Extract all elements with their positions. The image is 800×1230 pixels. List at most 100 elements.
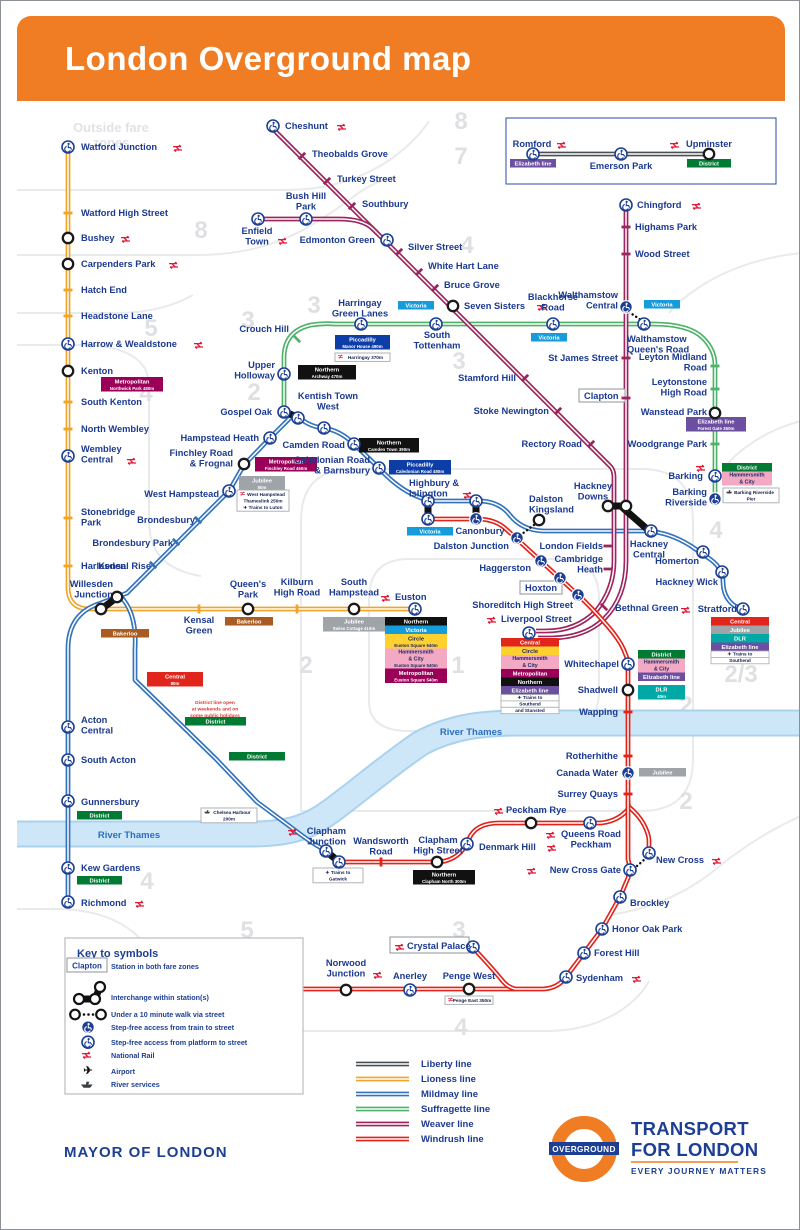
interchange-circle xyxy=(61,257,75,271)
station-emerson-park: Emerson Park xyxy=(590,147,653,171)
station-canonbury-2 xyxy=(469,512,483,526)
key-item-label: Step-free access from platform to street xyxy=(111,1038,248,1047)
interchange-circle xyxy=(94,602,108,616)
badge: Victoria xyxy=(644,300,680,309)
step-free-platform-icon xyxy=(637,317,651,331)
step-free-glyph xyxy=(463,839,472,850)
station-label: St James Street xyxy=(548,353,618,363)
badge-text: District xyxy=(90,878,110,884)
station-label: Emerson Park xyxy=(590,161,653,171)
step-free-platform-icon xyxy=(291,411,305,425)
step-free-platform-icon xyxy=(347,437,361,451)
note-text: Harringay 370m xyxy=(348,355,383,360)
station-label: Watford Junction xyxy=(81,142,157,152)
both-zones-box xyxy=(578,388,626,403)
step-free-glyph xyxy=(580,948,589,959)
step-free-glyph xyxy=(432,319,441,330)
interchange-circle xyxy=(347,602,361,616)
badge-row xyxy=(385,642,447,649)
station-richmond: Richmond xyxy=(61,895,144,909)
station-north-wembley: North Wembley xyxy=(63,424,150,434)
zone-boundary xyxy=(368,558,600,732)
key-item-label: Interchange within station(s) xyxy=(111,993,209,1002)
badge-row xyxy=(101,385,163,392)
step-free-platform-icon xyxy=(251,212,265,226)
station-label: Clapton xyxy=(584,391,619,401)
key-item-label: Under a 10 minute walk via street xyxy=(111,1010,225,1019)
badge-row xyxy=(413,878,475,885)
step-free-platform-icon xyxy=(403,983,417,997)
station-label: Wood Street xyxy=(635,249,690,259)
step-free-platform-icon xyxy=(623,863,637,877)
walk-link xyxy=(635,857,647,868)
station-watford-high-street: Watford High Street xyxy=(63,208,168,218)
zone-number: 8 xyxy=(454,108,467,135)
river-boat-icon xyxy=(726,490,733,494)
badge-text: Circle xyxy=(522,649,539,655)
badge-text: District xyxy=(247,754,267,760)
station-liverpool-street: Liverpool Street xyxy=(487,614,572,640)
badge-text: Metropolitan xyxy=(399,671,434,677)
badge-text: District xyxy=(206,719,226,725)
note-text: ✈ Trains to Luton xyxy=(243,505,282,510)
step-free-platform-icon xyxy=(460,837,474,851)
station-label: Liverpool Street xyxy=(501,614,572,624)
station-label: Brondesbury xyxy=(137,515,196,525)
step-free-glyph xyxy=(624,768,633,779)
badge-text: Elizabeth line xyxy=(721,645,759,651)
key-item-label: Station in both fare zones xyxy=(111,962,199,971)
zone-number: 4 xyxy=(454,1014,468,1041)
badge-text: Victoria xyxy=(405,628,427,634)
station-label: Upminster xyxy=(686,139,732,149)
badge-note-text: Southend xyxy=(729,658,751,663)
step-free-platform-icon xyxy=(61,753,75,767)
key-item-label: National Rail xyxy=(111,1051,155,1060)
national-rail-icon xyxy=(527,867,536,875)
station-finchley-road-frognal: Finchley Road& Frognal xyxy=(169,448,251,471)
station-haggerston: Haggerston xyxy=(479,554,548,573)
station-label: Stratford xyxy=(698,604,738,614)
step-free-glyph xyxy=(469,942,478,953)
zone-number: 3 xyxy=(307,292,320,319)
step-free-platform-icon xyxy=(621,657,635,671)
step-free-platform-icon xyxy=(354,317,368,331)
station-stoke-newington: Stoke Newington xyxy=(474,406,563,416)
step-free-platform-icon xyxy=(469,494,483,508)
badge: Bakerloo xyxy=(101,629,149,638)
station-label: South Acton xyxy=(81,755,136,765)
station-label: Wapping xyxy=(579,707,618,717)
badge-text: Hammersmith xyxy=(644,659,679,665)
station-kensal-rise: Kensal Rise xyxy=(98,560,158,571)
badge-note-text: and Stansted xyxy=(515,708,545,713)
station-peckham-rye: Peckham Rye xyxy=(494,805,566,830)
step-free-platform-icon xyxy=(613,890,627,904)
station-hoxton: Hoxton xyxy=(519,571,567,595)
legend-label: Suffragette line xyxy=(421,1104,490,1115)
note-text: Pier xyxy=(747,497,756,502)
badge-text: Metropolitan xyxy=(269,459,304,465)
step-free-platform-icon xyxy=(546,317,560,331)
badge-row xyxy=(722,463,772,472)
key-item-label: River services xyxy=(111,1080,160,1089)
step-free-glyph xyxy=(513,533,522,544)
step-free-platform-icon xyxy=(522,626,536,640)
badge-text: & City xyxy=(408,656,423,662)
step-free-platform-icon xyxy=(299,212,313,226)
station-dalston-junction: Dalston Junction xyxy=(434,531,524,551)
